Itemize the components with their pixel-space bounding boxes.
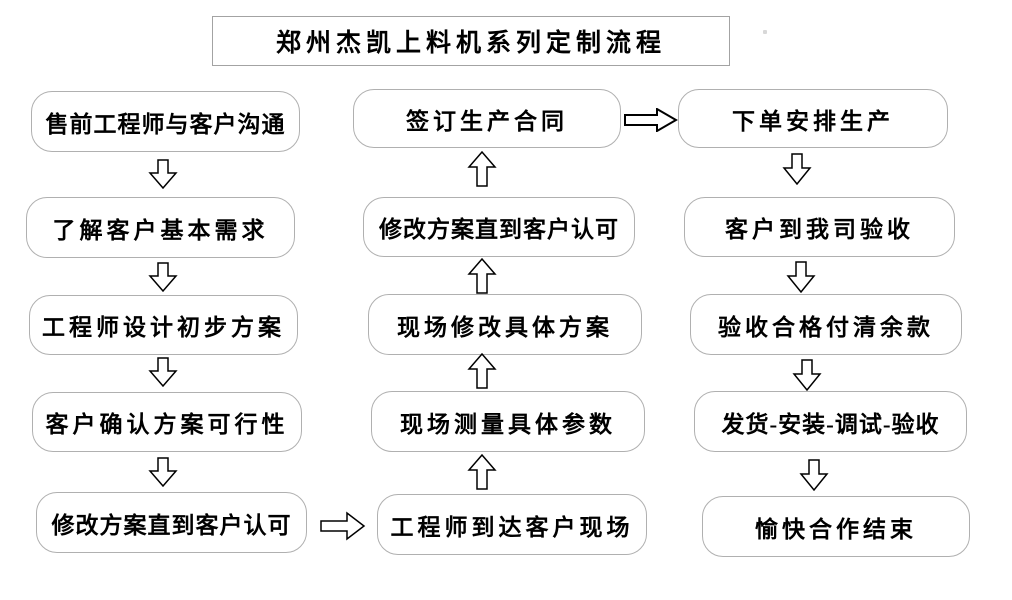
arrow-down-icon [148, 457, 178, 487]
arrow-down-icon [782, 153, 812, 185]
flow-node-label: 客户确认方案可行性 [45, 412, 289, 437]
flow-node-confirm-feasibility: 客户确认方案可行性 [32, 392, 302, 452]
flow-node-label: 签订生产合同 [406, 108, 568, 134]
arrow-down-icon [148, 159, 178, 189]
flow-node-label: 下单安排生产 [732, 108, 894, 134]
title-box: 郑州杰凯上料机系列定制流程 [212, 16, 730, 66]
flow-node-cooperation-end: 愉快合作结束 [702, 496, 970, 557]
flow-node-label: 了解客户基本需求 [52, 217, 269, 243]
arrow-right-icon [320, 511, 366, 541]
flow-node-onsite-revise-until-approved: 修改方案直到客户认可 [363, 197, 635, 257]
flow-node-revise-until-approved: 修改方案直到客户认可 [36, 492, 307, 553]
flow-node-arrange-production: 下单安排生产 [678, 89, 948, 148]
arrow-down-icon [786, 261, 816, 293]
flow-node-label: 发货-安装-调试-验收 [721, 411, 940, 437]
flow-node-label: 修改方案直到客户认可 [51, 512, 292, 538]
flow-node-label: 验收合格付清余款 [718, 314, 934, 340]
flow-node-label: 工程师到达客户现场 [390, 514, 634, 540]
flow-node-pay-balance: 验收合格付清余款 [690, 294, 962, 355]
arrow-down-icon [148, 357, 178, 387]
arrow-right-icon [624, 108, 678, 132]
arrow-up-icon [467, 454, 497, 490]
flow-node-onsite-measure-params: 现场测量具体参数 [371, 391, 645, 452]
arrow-up-icon [467, 258, 497, 294]
flow-node-engineer-arrive-site: 工程师到达客户现场 [377, 494, 647, 555]
flow-node-ship-install-debug-accept: 发货-安装-调试-验收 [694, 391, 967, 452]
flow-node-label: 现场测量具体参数 [400, 411, 616, 437]
flow-node-understand-needs: 了解客户基本需求 [26, 197, 295, 258]
artifact-dot [763, 30, 767, 34]
flow-node-label: 售前工程师与客户沟通 [45, 111, 286, 137]
flow-node-onsite-modify-plan: 现场修改具体方案 [368, 294, 642, 355]
arrow-up-icon [467, 151, 497, 187]
arrow-down-icon [792, 359, 822, 391]
arrow-down-icon [148, 262, 178, 292]
flow-node-sign-contract: 签订生产合同 [353, 89, 621, 148]
flow-node-label: 现场修改具体方案 [397, 314, 613, 340]
flow-node-label: 客户到我司验收 [725, 217, 914, 242]
page-title: 郑州杰凯上料机系列定制流程 [275, 30, 666, 57]
arrow-up-icon [467, 353, 497, 389]
flow-node-label: 修改方案直到客户认可 [379, 217, 619, 242]
arrow-down-icon [799, 459, 829, 491]
flow-node-customer-acceptance-visit: 客户到我司验收 [684, 197, 955, 257]
flow-node-presales-communication: 售前工程师与客户沟通 [31, 91, 300, 152]
flow-node-label: 愉快合作结束 [755, 516, 917, 542]
flow-node-label: 工程师设计初步方案 [42, 315, 285, 340]
flow-node-design-initial-plan: 工程师设计初步方案 [29, 295, 298, 355]
